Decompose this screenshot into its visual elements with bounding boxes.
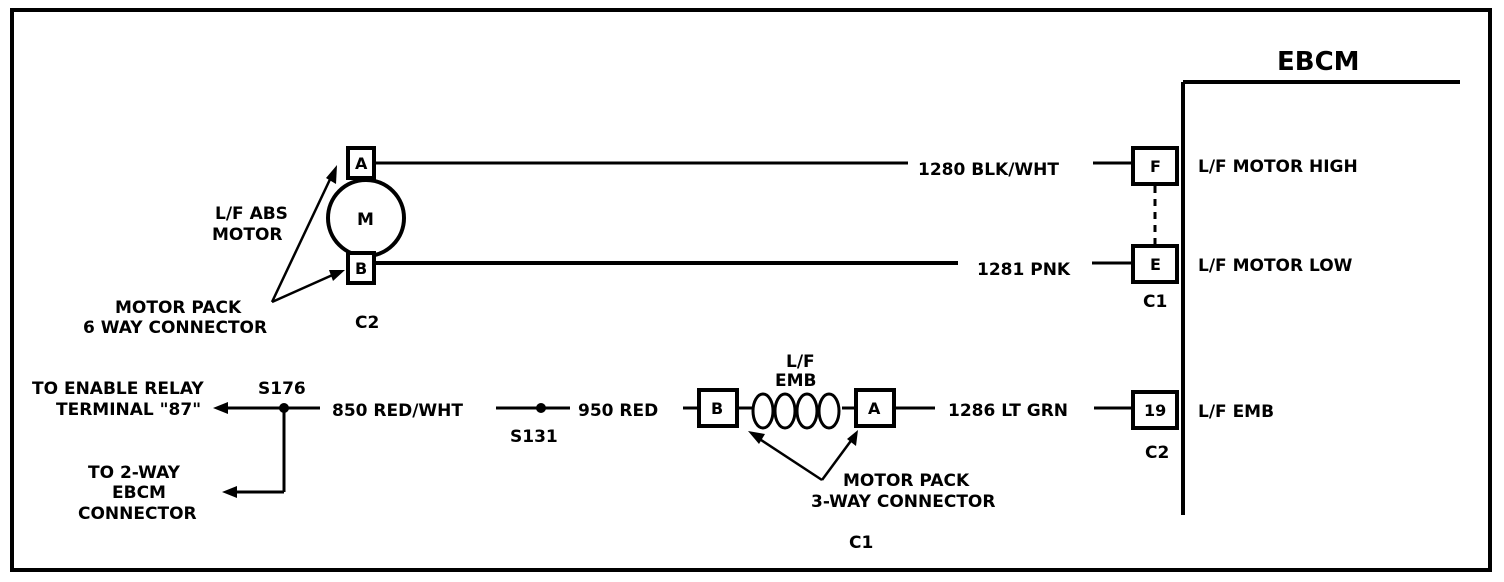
coil-loop	[817, 392, 841, 430]
lf-emb-coil: L/F EMB B A	[697, 352, 896, 430]
motor-label-line2: MOTOR	[212, 225, 283, 245]
coil-loop	[795, 392, 819, 430]
ebcm-motor-high-label: L/F MOTOR HIGH	[1198, 157, 1358, 177]
wire-1280-label: 1280 BLK/WHT	[918, 160, 1059, 180]
diagram-border	[10, 8, 1492, 572]
lf-abs-motor: M A B C2 L/F ABS MOTOR	[212, 146, 406, 333]
emb-pin-a-label: A	[868, 399, 881, 418]
ebcm-motor-low-label: L/F MOTOR LOW	[1198, 256, 1353, 276]
ebcm-c2-label: C2	[1145, 443, 1169, 463]
motor-connector-label: C2	[355, 313, 379, 333]
ebcm-title: EBCM	[1277, 47, 1360, 77]
enable-relay-branch: TO ENABLE RELAY TERMINAL "87" S176 TO 2-…	[32, 379, 320, 524]
ebcm-emb-label: L/F EMB	[1198, 402, 1274, 422]
ebcm-pin-f-label: F	[1150, 157, 1161, 176]
splice-s176-label: S176	[258, 379, 306, 399]
wire-1281: 1281 PNK	[374, 260, 1133, 280]
to-enable-line1: TO ENABLE RELAY	[32, 379, 204, 399]
to-enable-line2: TERMINAL "87"	[56, 400, 201, 420]
wire-1280: 1280 BLK/WHT	[374, 160, 1133, 180]
splice-s131-label: S131	[510, 427, 558, 447]
emb-pin-b-label: B	[711, 399, 723, 418]
ebcm-pin-f: F	[1131, 146, 1179, 186]
motor-pin-a-label: A	[355, 154, 368, 173]
motor-pack-3way-callout: MOTOR PACK 3-WAY CONNECTOR C1	[748, 430, 995, 553]
coil-loop	[751, 392, 775, 430]
wire-1286: 1286 LT GRN	[894, 401, 1133, 421]
motor-pack-3way-line1: MOTOR PACK	[843, 471, 970, 491]
wire-850-label: 850 RED/WHT	[332, 401, 463, 421]
wire-1286-label: 1286 LT GRN	[948, 401, 1068, 421]
motor-pin-b	[346, 251, 376, 285]
splice-s131-dot	[536, 403, 546, 413]
wire-850-950: 850 RED/WHT S131 950 RED	[332, 401, 699, 447]
motor-symbol-label: M	[357, 210, 374, 230]
motor-pin-b-label: B	[355, 259, 367, 278]
ebcm-pin-19-label: 19	[1144, 401, 1166, 420]
ebcm-pin-19: 19	[1131, 390, 1179, 430]
emb-label-line2: EMB	[775, 371, 817, 391]
to-2way-line1: TO 2-WAY	[88, 463, 181, 483]
motor-label-line1: L/F ABS	[215, 204, 288, 224]
motor-pack-6way-callout: MOTOR PACK 6 WAY CONNECTOR	[83, 165, 345, 338]
to-2way-line3: CONNECTOR	[78, 504, 197, 524]
ebcm-pin-e: E	[1131, 244, 1179, 284]
motor-pack-6way-line1: MOTOR PACK	[115, 298, 242, 318]
motor-pack-3way-line2: 3-WAY CONNECTOR	[811, 492, 995, 512]
ebcm-c1-label: C1	[1143, 292, 1167, 312]
to-2way-line2: EBCM	[112, 483, 166, 503]
ebcm-module: EBCM	[1181, 47, 1460, 515]
ebcm-pin-e-label: E	[1150, 255, 1161, 274]
emb-connector-label: C1	[849, 533, 873, 553]
wire-950-label: 950 RED	[578, 401, 658, 421]
wire-1281-label: 1281 PNK	[977, 260, 1071, 280]
motor-pack-6way-line2: 6 WAY CONNECTOR	[83, 318, 267, 338]
coil-loop	[773, 392, 797, 430]
emb-label-line1: L/F	[786, 352, 815, 372]
